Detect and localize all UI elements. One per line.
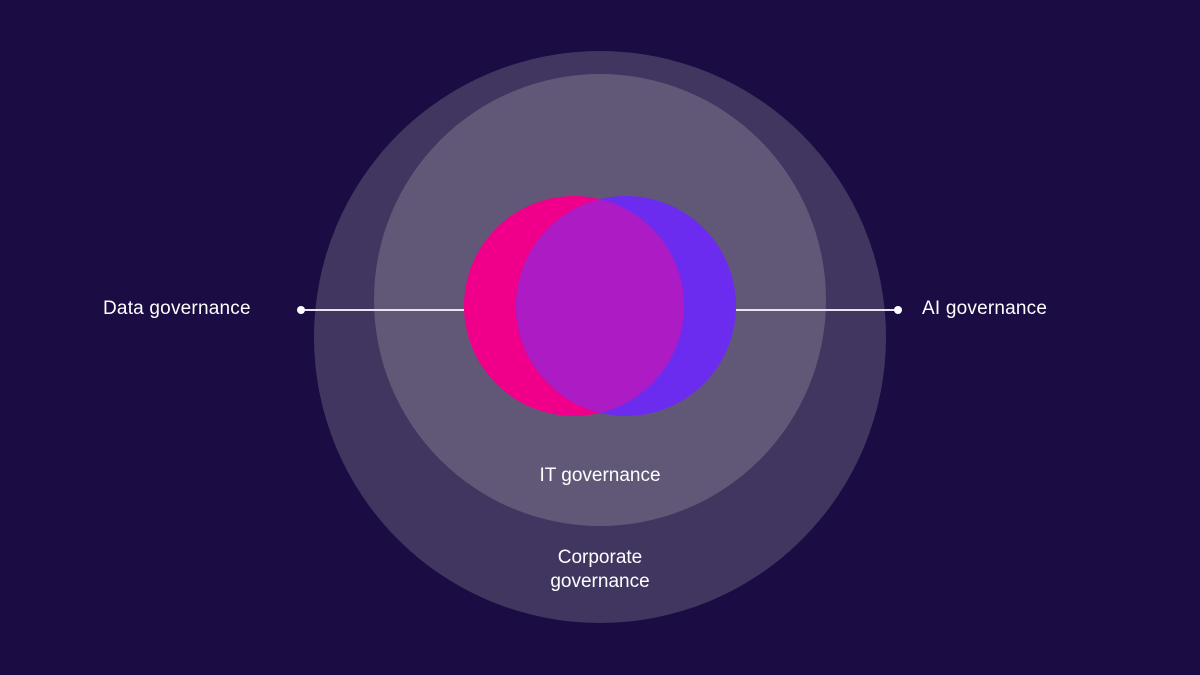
data-governance-label: Data governance xyxy=(103,298,251,319)
corporate-governance-label-line2: governance xyxy=(550,571,650,592)
data-governance-connector-dot xyxy=(297,306,305,314)
corporate-governance-label: Corporate governance xyxy=(450,546,750,594)
ai-governance-connector-dot xyxy=(894,306,902,314)
ai-governance-connector-line xyxy=(736,309,898,311)
corporate-governance-label-line1: Corporate xyxy=(557,547,643,568)
data-governance-connector-line xyxy=(302,309,464,311)
ai-governance-label: AI governance xyxy=(922,298,1048,319)
it-governance-label: IT governance xyxy=(539,465,661,486)
